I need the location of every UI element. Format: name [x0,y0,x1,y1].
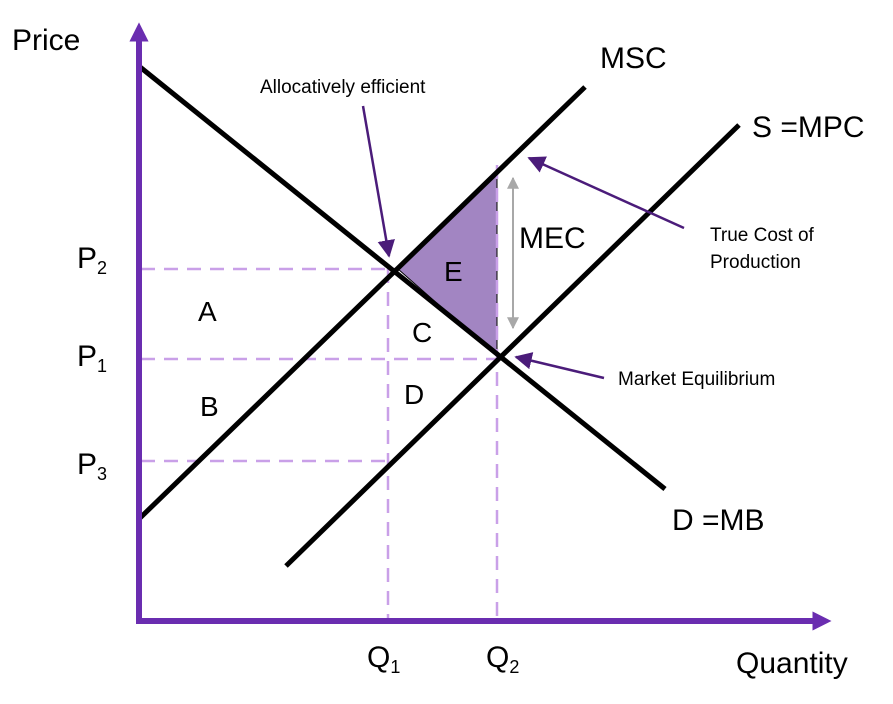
true-cost-arrow [527,156,685,230]
area-b-label: B [200,391,219,422]
area-a-label: A [198,296,217,327]
msc-label: MSC [600,42,667,75]
demand-label: D =MB [672,504,765,537]
supply-curve [284,123,741,568]
area-c-label: C [412,317,432,348]
msc-curve [138,85,587,520]
mec-label: MEC [519,222,586,255]
area-d-label: D [404,379,424,410]
market-eq-annotation: Market Equilibrium [618,369,775,390]
y-axis-title: Price [12,24,80,57]
q2-label: Q2 [486,641,519,677]
demand-curve [138,65,667,491]
allocative-annotation: Allocatively efficient [260,77,426,98]
p1-label: P1 [77,340,107,376]
supply-label: S =MPC [752,111,865,144]
guide-lines [141,165,499,620]
p2-label: P2 [77,242,107,278]
true-cost-annotation-line2: Production [710,252,801,273]
annotation-arrows [361,105,685,380]
market-eq-arrow [514,352,605,380]
true-cost-annotation-line1: True Cost of [710,225,815,246]
curves [138,65,741,568]
p3-label: P3 [77,448,107,484]
q1-label: Q1 [367,641,400,677]
allocative-arrow [361,105,395,258]
axes [129,22,832,631]
area-e-label: E [444,256,463,287]
x-axis-title: Quantity [736,647,848,680]
